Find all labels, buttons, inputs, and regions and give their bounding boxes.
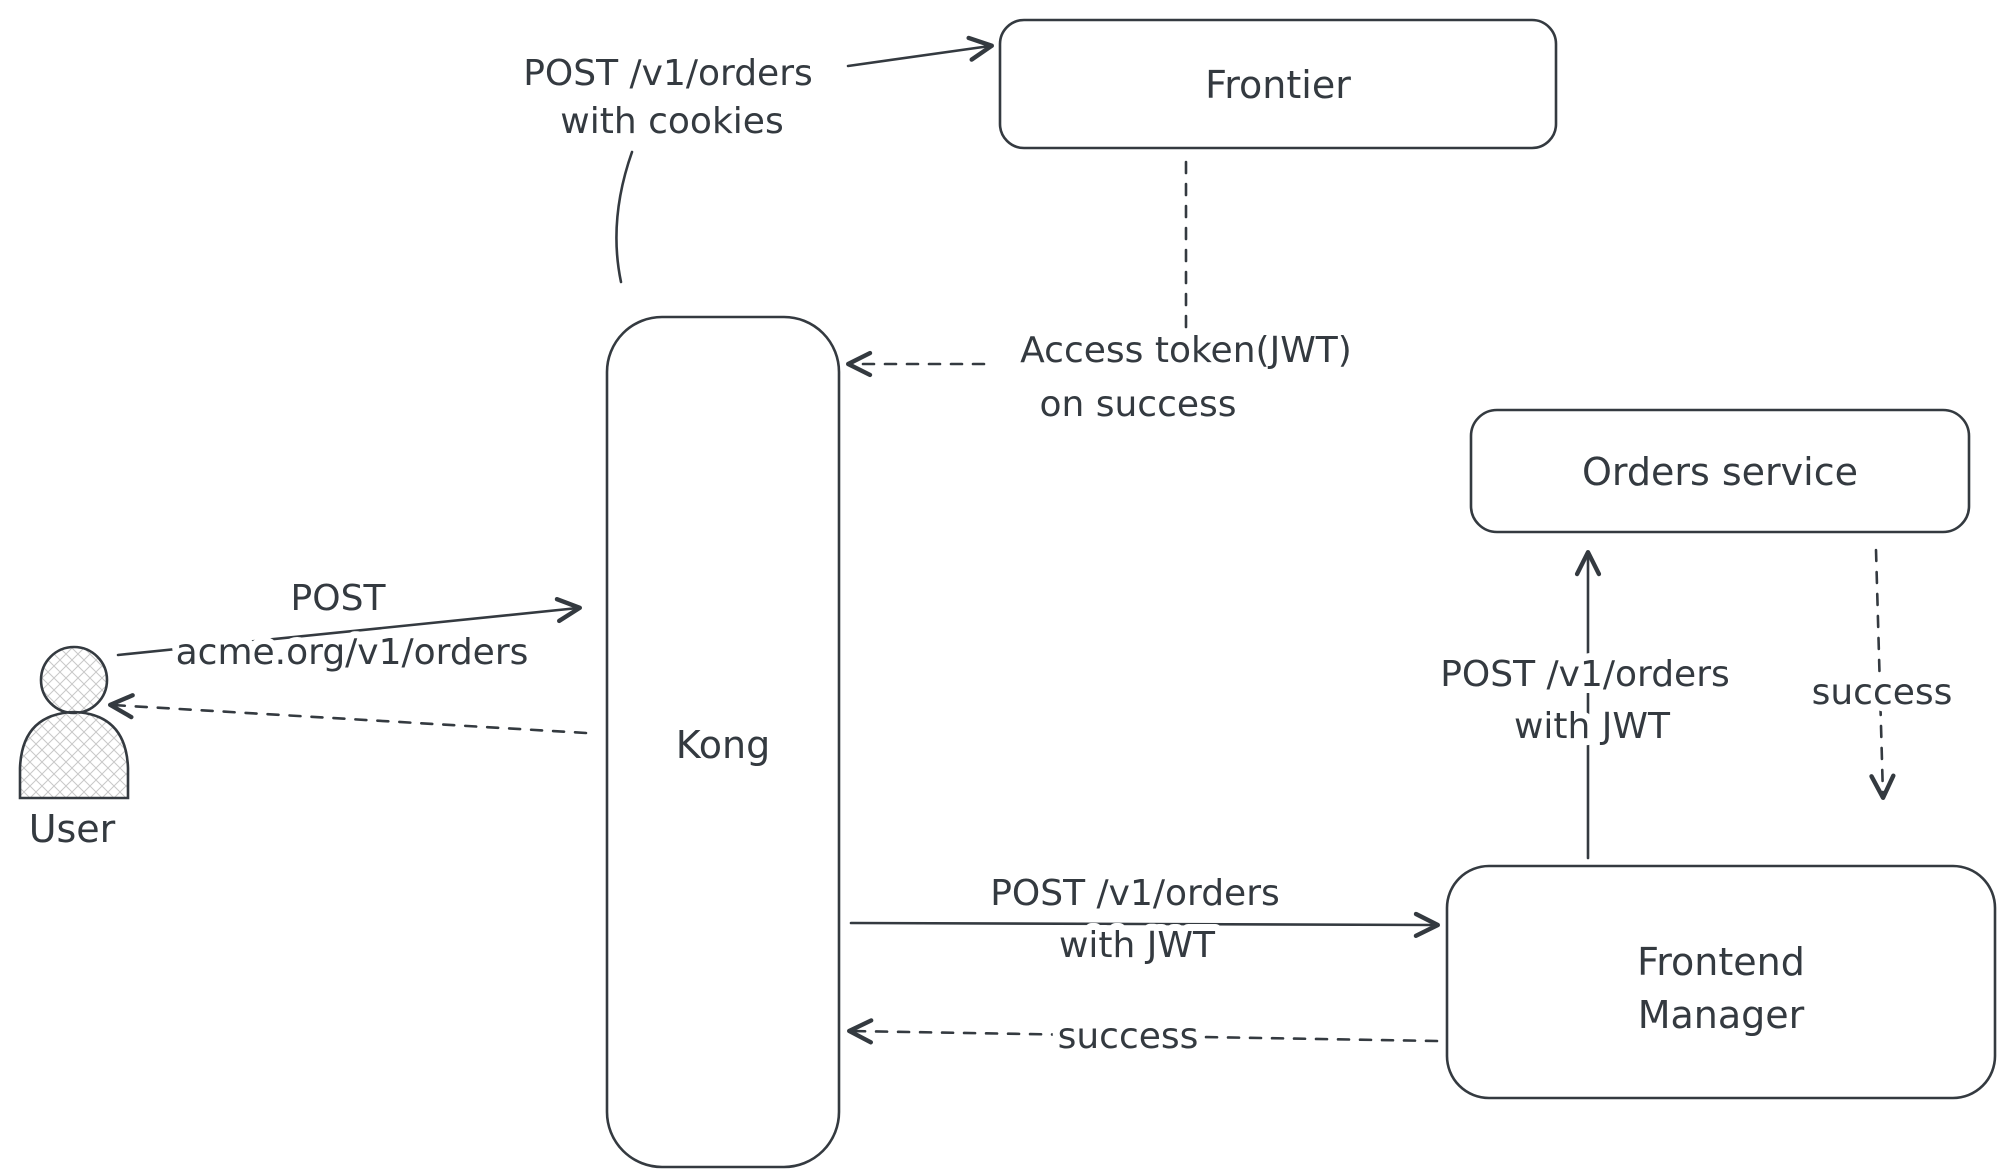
- kong-node: Kong: [605, 315, 841, 1169]
- frontend-manager-node: Frontend Manager: [1445, 864, 1997, 1100]
- label-post-jwt-kong-fm-line1: POST /v1/orders: [990, 873, 1280, 914]
- label-success-fm-kong: success: [1058, 1016, 1199, 1057]
- label-post-jwt-kong-fm-line2: with JWT: [1059, 925, 1216, 966]
- arrow-orders-to-frontend-manager-dashed: [1869, 548, 1896, 801]
- frontend-manager-label-line2: Manager: [1638, 993, 1805, 1037]
- orders-service-box: [1469, 408, 1971, 534]
- user-body-icon: [18, 710, 130, 800]
- frontend-manager-label-line1: Frontend: [1637, 940, 1805, 984]
- connector-cookies-to-kong: [615, 150, 634, 284]
- user-actor: User: [18, 645, 130, 851]
- label-access-token: Access token(JWT) on success: [1013, 323, 1359, 432]
- label-post-jwt-fm-orders: POST /v1/orders with JWT: [1433, 647, 1737, 754]
- arrow-frontend-manager-to-kong-dashed: [846, 1018, 1439, 1045]
- label-post-orders-cookies-line2: with cookies: [560, 101, 783, 142]
- frontier-box: [998, 18, 1558, 150]
- label-post-acme-line1: POST: [291, 578, 387, 619]
- label-post-acme: POST acme.org/v1/orders: [169, 571, 536, 680]
- frontend-manager-box: [1445, 864, 1997, 1100]
- kong-box: [605, 315, 841, 1169]
- arrow-label-to-frontier: [846, 35, 994, 68]
- label-post-orders-cookies-line1: POST /v1/orders: [523, 53, 813, 94]
- arrow-user-to-kong: [116, 596, 582, 657]
- label-post-acme-line2: acme.org/v1/orders: [176, 632, 529, 673]
- orders-service-node: Orders service: [1469, 408, 1971, 534]
- label-access-token-line2: on success: [1039, 384, 1236, 425]
- label-post-jwt-fm-orders-line2: with JWT: [1514, 706, 1671, 747]
- label-success-orders-fm: success: [1812, 672, 1953, 713]
- frontier-label: Frontier: [1205, 63, 1351, 107]
- frontier-node: Frontier: [998, 18, 1558, 150]
- label-post-orders-cookies: POST /v1/orders with cookies: [516, 46, 820, 149]
- label-post-jwt-fm-orders-line1: POST /v1/orders: [1440, 654, 1730, 695]
- user-head-icon: [39, 645, 109, 715]
- user-label: User: [29, 807, 116, 851]
- arrow-kong-to-user-dashed: [107, 693, 588, 735]
- arrow-kong-to-frontend-manager: [849, 911, 1441, 939]
- label-post-jwt-kong-fm: POST /v1/orders with JWT: [983, 866, 1287, 973]
- kong-label: Kong: [676, 723, 770, 767]
- label-access-token-line1: Access token(JWT): [1020, 330, 1352, 371]
- orders-service-label: Orders service: [1582, 450, 1858, 494]
